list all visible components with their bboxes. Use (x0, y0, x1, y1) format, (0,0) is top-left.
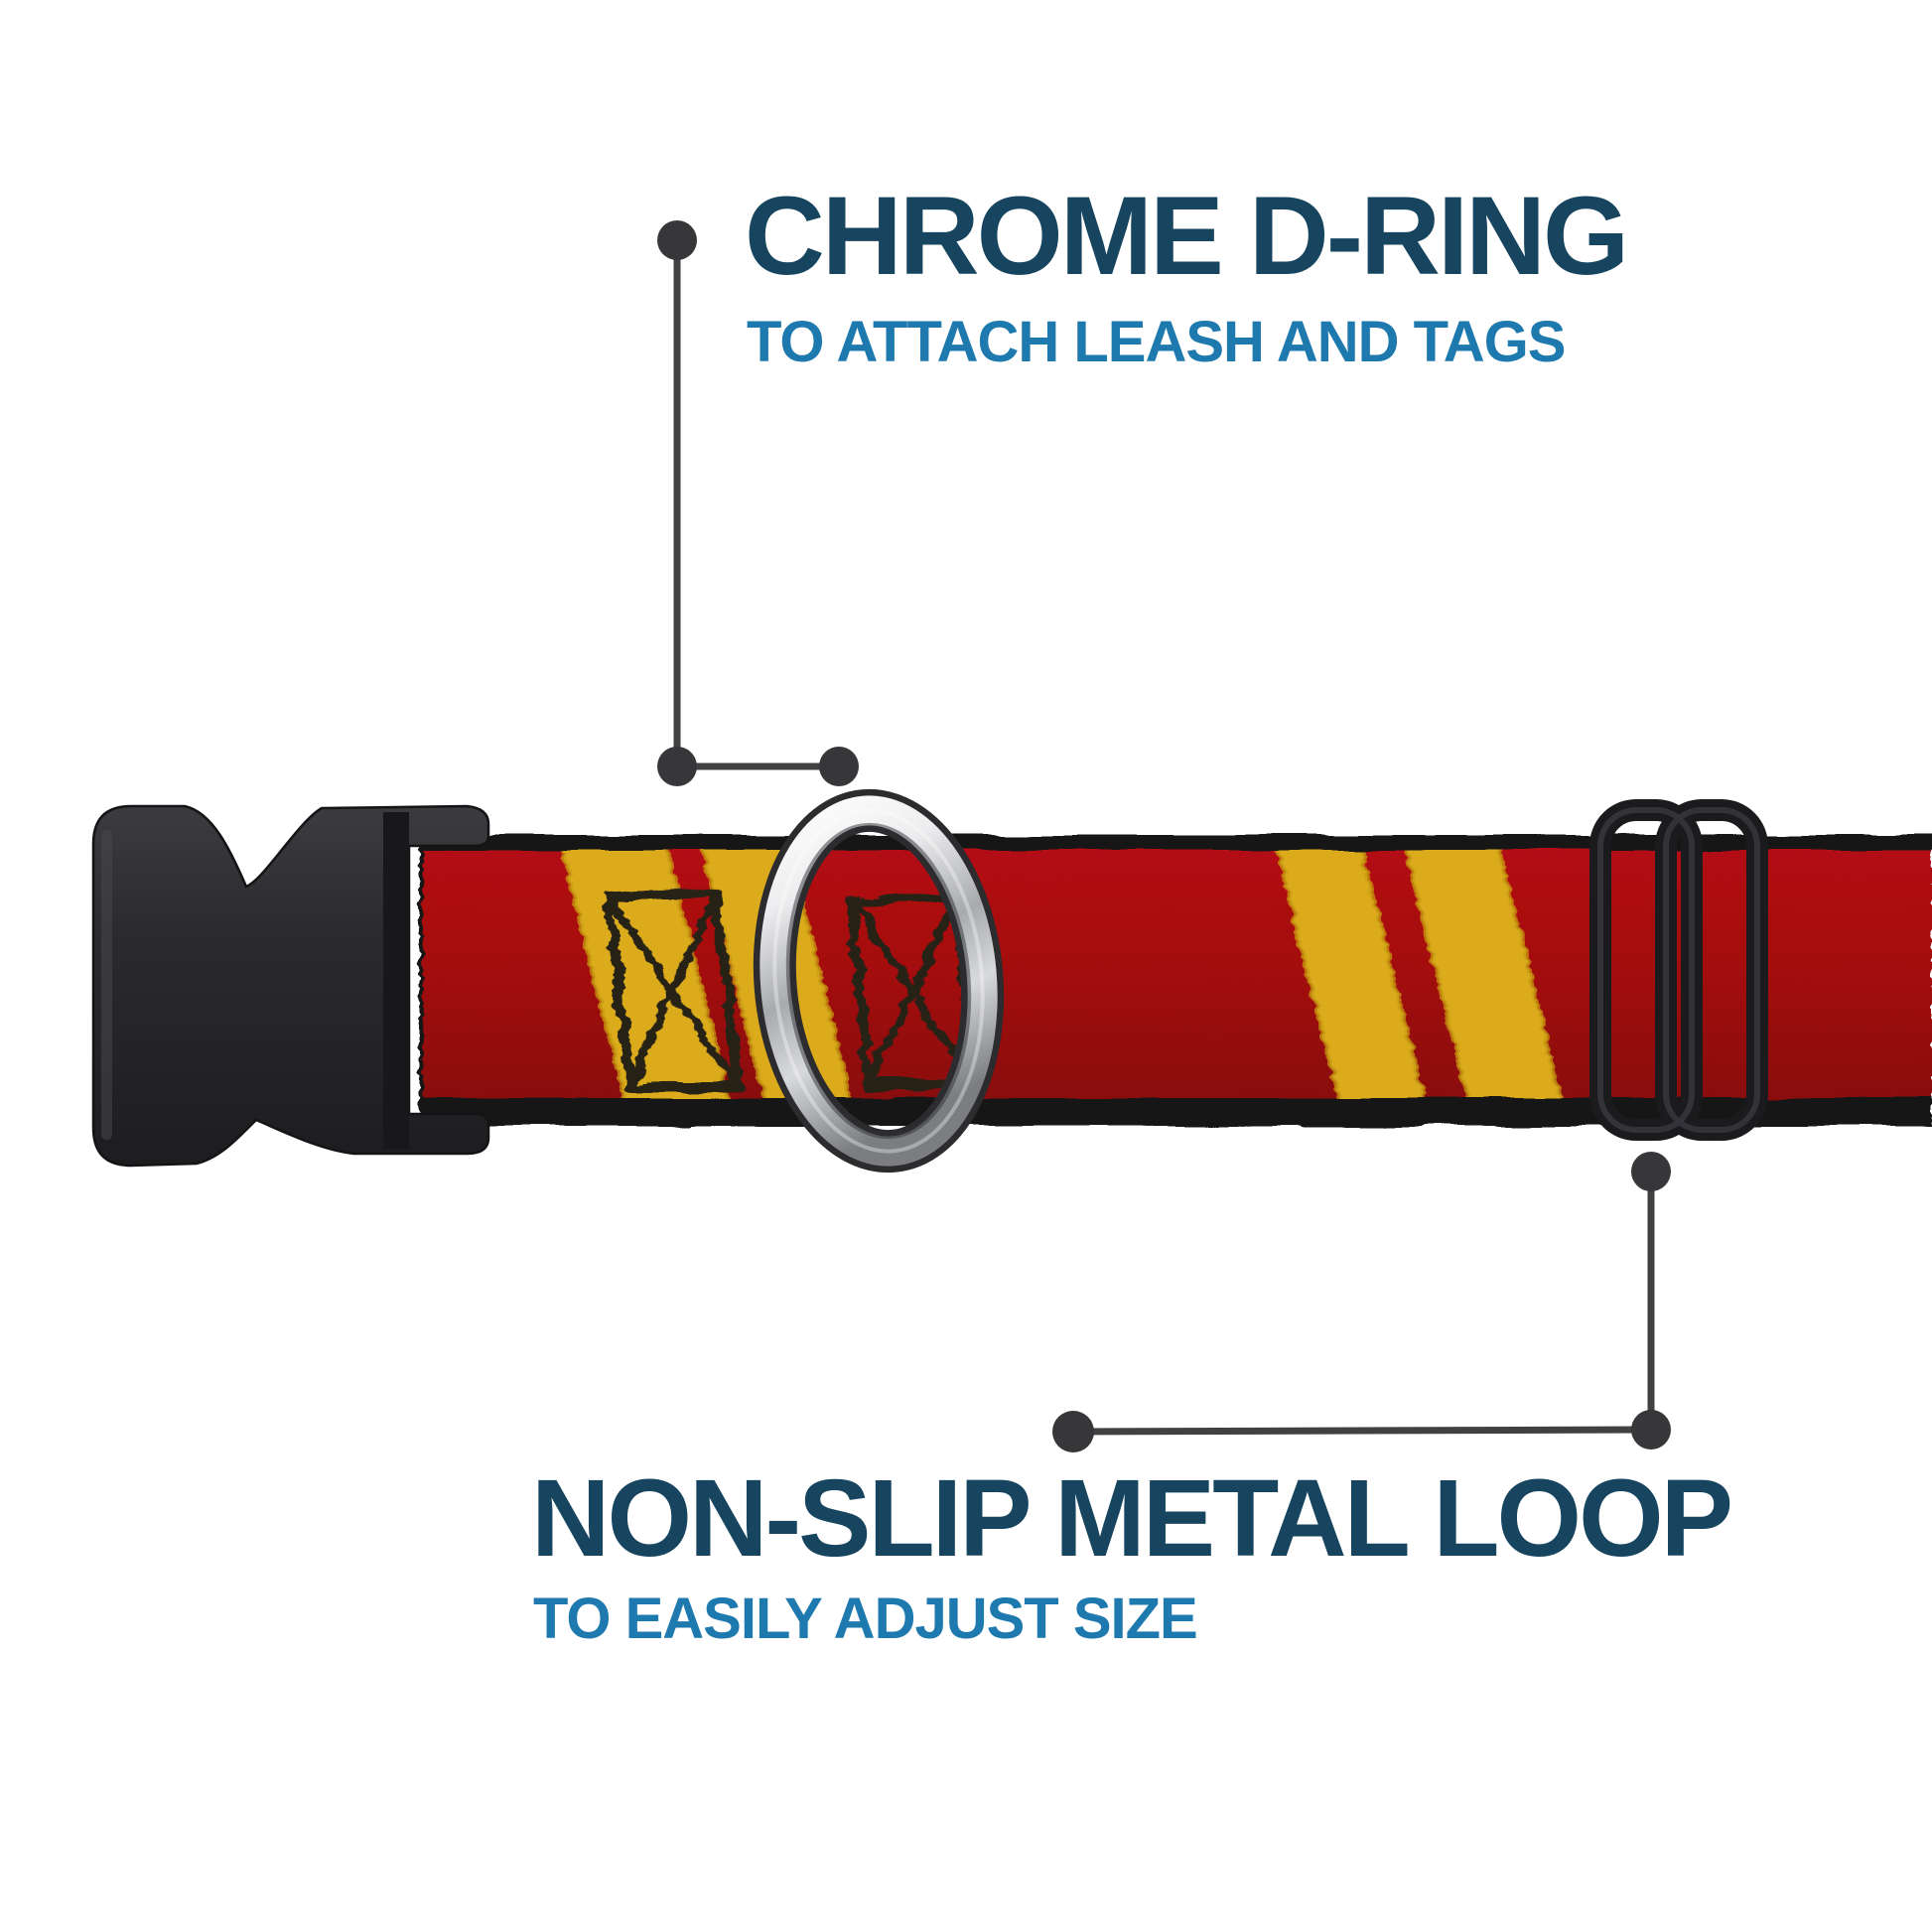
leader-dot (1631, 1410, 1671, 1449)
leader-dot (657, 747, 697, 786)
chrome-d-ring (753, 788, 1005, 1173)
d-ring-title: CHROME D-RING (745, 174, 1629, 298)
collar-strap (419, 835, 1932, 1126)
callout-d-ring: CHROME D-RING TO ATTACH LEASH AND TAGS (745, 174, 1629, 374)
leader-dot (657, 220, 697, 260)
leader-d-ring (657, 220, 859, 786)
buckle-slot-shadow (383, 812, 409, 1150)
leader-dot (819, 747, 859, 786)
leader-dot (1052, 1411, 1094, 1452)
side-release-buckle (91, 804, 490, 1168)
metal-loop-title: NON-SLIP METAL LOOP (531, 1457, 1733, 1580)
buckle-highlight (101, 830, 112, 1140)
leader-dot (1631, 1152, 1671, 1191)
gold-stripes (550, 850, 1575, 1098)
leader-metal-loop (1052, 1152, 1671, 1452)
callout-metal-loop: NON-SLIP METAL LOOP TO EASILY ADJUST SIZ… (531, 1457, 1733, 1651)
metal-loop-subtitle: TO EASILY ADJUST SIZE (533, 1587, 1198, 1651)
metal-slider-loop (1589, 799, 1768, 1141)
d-ring-subtitle: TO ATTACH LEASH AND TAGS (747, 310, 1566, 374)
